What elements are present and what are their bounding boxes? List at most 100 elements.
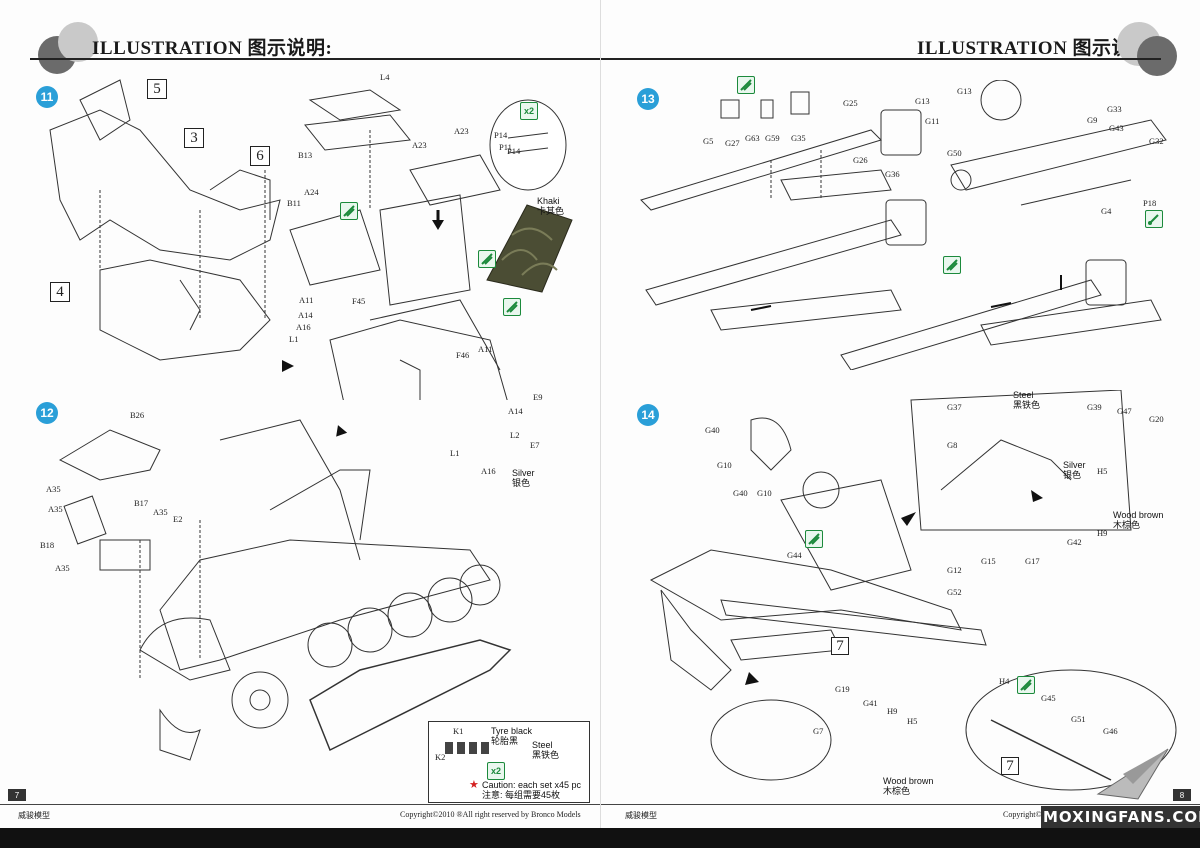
footer-brand: 威骏模型 bbox=[625, 811, 657, 820]
part-label: G40 bbox=[733, 488, 748, 498]
part-label: G51 bbox=[1071, 714, 1086, 724]
part-label: G12 bbox=[947, 565, 962, 575]
quantity-icon: x2 bbox=[487, 762, 505, 780]
caution-box: K1 K2 Tyre black 轮胎黑 Steel 黑铁色 x2 ★ Caut… bbox=[428, 721, 590, 803]
part-label: A16 bbox=[296, 322, 311, 332]
step-11-badge: 11 bbox=[36, 86, 58, 108]
page-number: 8 bbox=[1173, 789, 1191, 801]
part-label: G33 bbox=[1107, 104, 1122, 114]
part-label: L1 bbox=[289, 334, 299, 344]
step-14-drawing bbox=[649, 390, 1177, 791]
part-label: B26 bbox=[130, 410, 145, 420]
part-label: P18 bbox=[1143, 198, 1157, 208]
part-label: H9 bbox=[887, 706, 898, 716]
paint-steel: Steel 黑铁色 bbox=[1013, 390, 1041, 410]
part-label: A14 bbox=[298, 310, 313, 320]
part-label: G9 bbox=[1087, 115, 1098, 125]
part-label: G10 bbox=[757, 488, 772, 498]
part-label: G4 bbox=[1101, 206, 1112, 216]
part-label: P14 bbox=[494, 130, 508, 140]
part-label: G15 bbox=[981, 556, 996, 566]
page-title: ILLUSTRATION 图示说明: bbox=[917, 38, 1158, 59]
part-box-7: 7 bbox=[831, 637, 849, 655]
footer-rule bbox=[601, 804, 1200, 805]
part-label: G50 bbox=[947, 148, 962, 158]
part-label: G59 bbox=[765, 133, 780, 143]
cement-icon bbox=[805, 530, 823, 548]
part-label: G8 bbox=[947, 440, 958, 450]
qty-x2: x2 bbox=[490, 766, 501, 776]
paint-wood-brown: Wood brown 木棕色 bbox=[883, 776, 934, 796]
part-label: B17 bbox=[134, 498, 149, 508]
cement-icon bbox=[503, 298, 521, 316]
part-label: G63 bbox=[745, 133, 760, 143]
part-label: A23 bbox=[412, 140, 427, 150]
part-box-7: 7 bbox=[1001, 757, 1019, 775]
step-13-drawing bbox=[640, 80, 1167, 370]
cement-icon bbox=[478, 250, 496, 268]
part-label: G35 bbox=[791, 133, 806, 143]
part-label: H5 bbox=[1097, 466, 1108, 476]
part-label: H4 bbox=[999, 676, 1010, 686]
part-box-4: 4 bbox=[50, 282, 70, 302]
part-label: A35 bbox=[48, 504, 63, 514]
part-label: F45 bbox=[352, 296, 366, 306]
header-rule bbox=[30, 58, 600, 60]
part-label: A16 bbox=[481, 466, 496, 476]
part-label: A35 bbox=[46, 484, 61, 494]
part-label: G45 bbox=[1041, 693, 1056, 703]
part-label: G27 bbox=[725, 138, 740, 148]
part-label: G42 bbox=[1067, 537, 1082, 547]
part-label: G11 bbox=[925, 116, 940, 126]
part-label: G43 bbox=[1109, 123, 1124, 133]
part-label: H9 bbox=[1097, 528, 1108, 538]
magnify-circle-11 bbox=[489, 99, 567, 191]
step-13-badge: 13 bbox=[637, 88, 659, 110]
step-12-drawing bbox=[58, 419, 512, 761]
part-label: E2 bbox=[173, 514, 183, 524]
part-label: G41 bbox=[863, 698, 878, 708]
part-label: G52 bbox=[947, 587, 962, 597]
part-label: P14 bbox=[507, 146, 521, 156]
track-links-drawing bbox=[445, 742, 489, 754]
part-box-3: 3 bbox=[184, 128, 204, 148]
part-label: G44 bbox=[787, 550, 802, 560]
part-label: K1 bbox=[453, 726, 464, 736]
part-label: G37 bbox=[947, 402, 962, 412]
watermark-logo-icon bbox=[1096, 748, 1169, 800]
part-label: G26 bbox=[853, 155, 868, 165]
part-label: G13 bbox=[915, 96, 930, 106]
part-label: G39 bbox=[1087, 402, 1102, 412]
left-page: ILLUSTRATION 图示说明: 11 bbox=[0, 22, 600, 820]
page-title: ILLUSTRATION 图示说明: bbox=[92, 38, 333, 59]
part-label: P11 bbox=[499, 142, 512, 152]
part-label: G17 bbox=[1025, 556, 1040, 566]
star-icon: ★ bbox=[469, 779, 479, 791]
step-12-badge: 12 bbox=[36, 402, 58, 424]
part-box-6: 6 bbox=[250, 146, 270, 166]
part-label: A35 bbox=[153, 507, 168, 517]
khaki-tarp-image bbox=[486, 204, 573, 293]
paint-steel: Steel 黑铁色 bbox=[532, 740, 560, 760]
part-label: G20 bbox=[1149, 414, 1164, 424]
part-label: A14 bbox=[508, 406, 523, 416]
cement-icon bbox=[340, 202, 358, 220]
cement-icon bbox=[737, 76, 755, 94]
page-bottom-edge bbox=[0, 828, 1200, 848]
brush-icon bbox=[1145, 210, 1163, 228]
part-label: B11 bbox=[287, 198, 301, 208]
watermark-band bbox=[1041, 806, 1200, 828]
part-label: G32 bbox=[1149, 136, 1164, 146]
glue-icon: x2 bbox=[520, 102, 538, 120]
paint-tyre-black: Tyre black 轮胎黑 bbox=[491, 726, 533, 746]
caution-text-en: Caution: each set x45 pc bbox=[482, 780, 582, 790]
part-label: G36 bbox=[885, 169, 900, 179]
part-label: A24 bbox=[304, 187, 319, 197]
paint-wood-brown: Wood brown 木棕色 bbox=[1113, 510, 1164, 530]
part-label: A11 bbox=[299, 295, 314, 305]
step-11-drawing bbox=[49, 79, 508, 400]
part-label: G25 bbox=[843, 98, 858, 108]
part-label: K2 bbox=[435, 752, 446, 762]
part-label: G46 bbox=[1103, 726, 1118, 736]
qty-x2: x2 bbox=[523, 106, 534, 116]
